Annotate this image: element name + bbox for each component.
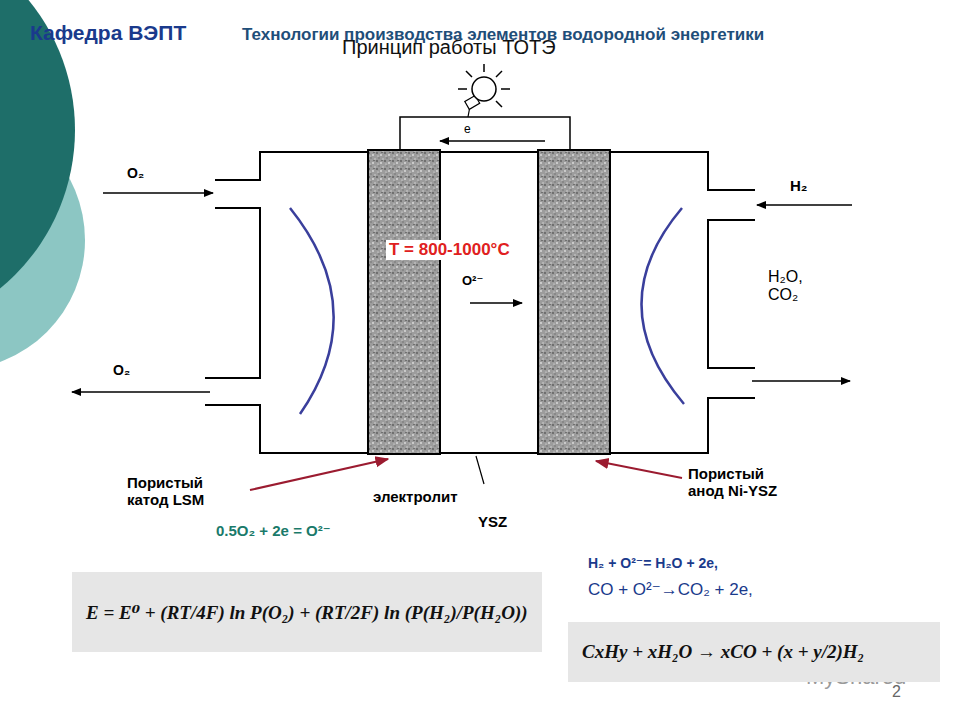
leader-line	[596, 461, 682, 478]
temperature-label: T = 800-1000°C	[386, 240, 513, 260]
anode-electrode	[538, 150, 610, 454]
formula-box: E = E⁰ + (RT/4F) ln P(O₂) + (RT/2F) ln (…	[72, 572, 542, 652]
reaction-equation: H₂ + O²⁻= H₂O + 2e,	[588, 555, 718, 571]
anode-chamber-wall	[708, 220, 755, 368]
gas-label: O₂	[113, 362, 130, 378]
cathode-chamber-wall	[205, 405, 368, 453]
gas-label: H₂	[790, 177, 808, 194]
reaction-equation: 0.5O₂ + 2e = O²⁻	[216, 522, 331, 539]
part-name: электролит	[373, 488, 458, 505]
gas-flow	[72, 141, 852, 392]
ion-arrow	[470, 302, 522, 304]
lamp-bulb	[472, 77, 496, 101]
part-name: YSZ	[478, 513, 507, 530]
formula-text: CxHy + xH₂O → xCO + (x + y/2)H₂	[582, 641, 926, 663]
reaction-equation: CO + O²⁻→CO₂ + 2e,	[588, 580, 753, 600]
electron-arrow	[440, 140, 545, 142]
part-name: Пористый катод LSM	[127, 474, 227, 509]
lamp-rays	[458, 64, 510, 107]
electrolyte-wall	[440, 452, 538, 454]
course-name: Технологии производства элементов водоро…	[242, 25, 764, 45]
page-number: 2	[892, 683, 901, 701]
leader-line	[250, 459, 388, 490]
gas-label: O₂	[127, 165, 144, 181]
leader-line	[476, 456, 484, 484]
anode-chamber-wall	[610, 398, 755, 453]
gas-label: H₂O, CO₂	[768, 268, 830, 305]
department-name: Кафедра ВЭПТ	[30, 21, 186, 45]
flow-arrow	[72, 391, 210, 393]
cathode-electrode	[368, 150, 440, 454]
external-wire	[400, 117, 570, 150]
flow-arrow	[752, 380, 850, 382]
electrolyte-wall	[440, 151, 538, 153]
flow-curve	[641, 208, 684, 404]
electron-label: e	[464, 123, 471, 137]
flow-curve	[290, 208, 334, 414]
ion-label: O²⁻	[459, 274, 486, 289]
flow-arrow	[757, 204, 852, 206]
cathode-chamber-wall	[215, 152, 368, 180]
housing	[205, 152, 755, 453]
formula-box: CxHy + xH₂O → xCO + (x + y/2)H₂	[568, 622, 940, 682]
part-name: Пористый анод Ni-YSZ	[688, 465, 788, 500]
formula-text: E = E⁰ + (RT/4F) ln P(O₂) + (RT/2F) ln (…	[86, 601, 528, 624]
decor-circle	[0, 0, 75, 335]
cathode-chamber-wall	[205, 208, 260, 378]
anode-chamber-wall	[610, 152, 755, 190]
flow-arrow	[103, 192, 213, 194]
lamp-symbol	[458, 64, 510, 117]
